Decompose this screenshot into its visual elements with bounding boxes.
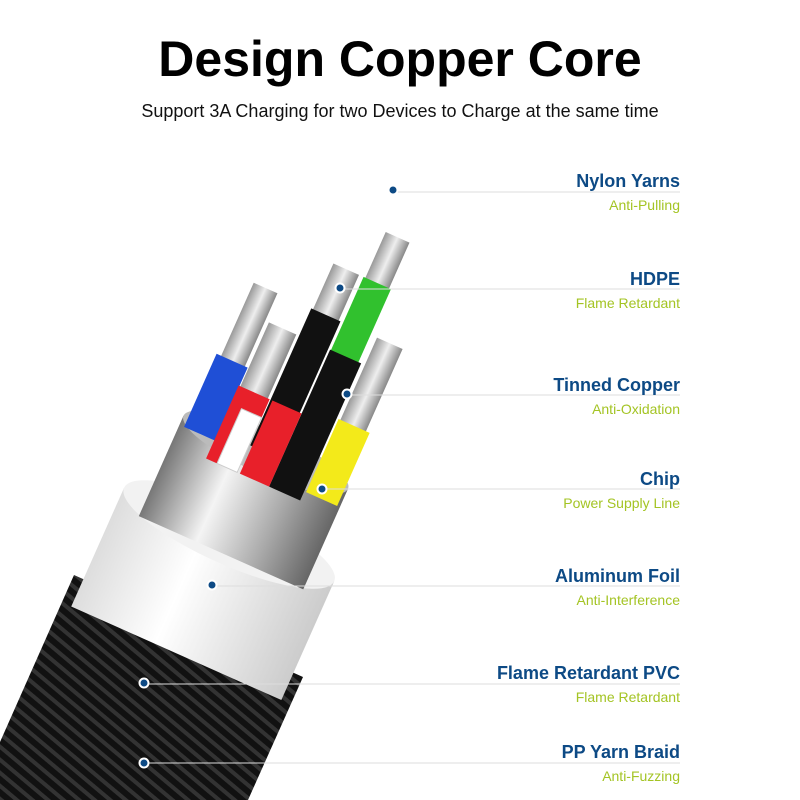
marker-dots bbox=[138, 184, 399, 769]
leader-lines bbox=[144, 191, 680, 764]
page-subtitle: Support 3A Charging for two Devices to C… bbox=[141, 101, 659, 121]
conductors bbox=[184, 232, 410, 506]
layer-label-hdpe: HDPE Flame Retardant bbox=[576, 269, 680, 311]
layer-name: Nylon Yarns bbox=[576, 171, 680, 191]
layer-name: Flame Retardant PVC bbox=[496, 663, 680, 683]
pvc-sleeve bbox=[71, 487, 335, 701]
layer-name: Chip bbox=[640, 469, 680, 489]
layer-label-aluminum-foil: Aluminum Foil Anti-Interference bbox=[555, 566, 680, 608]
layer-name: Aluminum Foil bbox=[555, 566, 680, 586]
layer-desc: Anti-Fuzzing bbox=[602, 768, 680, 784]
layer-label-nylon-yarns: Nylon Yarns Anti-Pulling bbox=[576, 171, 680, 213]
marker-dot bbox=[316, 483, 328, 495]
layer-label-tinned-copper: Tinned Copper Anti-Oxidation bbox=[553, 375, 680, 417]
braid-jacket bbox=[0, 575, 303, 800]
layer-name: PP Yarn Braid bbox=[561, 742, 680, 762]
marker-dot bbox=[138, 757, 150, 769]
layer-desc: Flame Retardant bbox=[575, 295, 680, 311]
layer-label-flame-retardant-pvc: Flame Retardant PVC Flame Retardant bbox=[497, 663, 680, 705]
layer-name: Tinned Copper bbox=[553, 375, 680, 395]
marker-dot bbox=[341, 388, 353, 400]
layer-desc: Anti-Interference bbox=[576, 592, 681, 608]
marker-dot bbox=[334, 282, 346, 294]
layer-label-pp-yarn-braid: PP Yarn Braid Anti-Fuzzing bbox=[562, 742, 680, 784]
marker-dot bbox=[387, 184, 399, 196]
layer-desc: Anti-Pulling bbox=[609, 197, 680, 213]
layer-desc: Flame Retardant bbox=[575, 689, 680, 705]
page-title: Design Copper Core bbox=[158, 31, 642, 87]
layer-label-chip: Chip Power Supply Line bbox=[563, 469, 680, 511]
aluminum-foil bbox=[138, 415, 348, 590]
marker-dot bbox=[206, 579, 218, 591]
layer-desc: Power Supply Line bbox=[563, 495, 680, 511]
layer-desc: Anti-Oxidation bbox=[592, 401, 680, 417]
layer-name: HDPE bbox=[629, 269, 680, 289]
marker-dot bbox=[138, 677, 150, 689]
